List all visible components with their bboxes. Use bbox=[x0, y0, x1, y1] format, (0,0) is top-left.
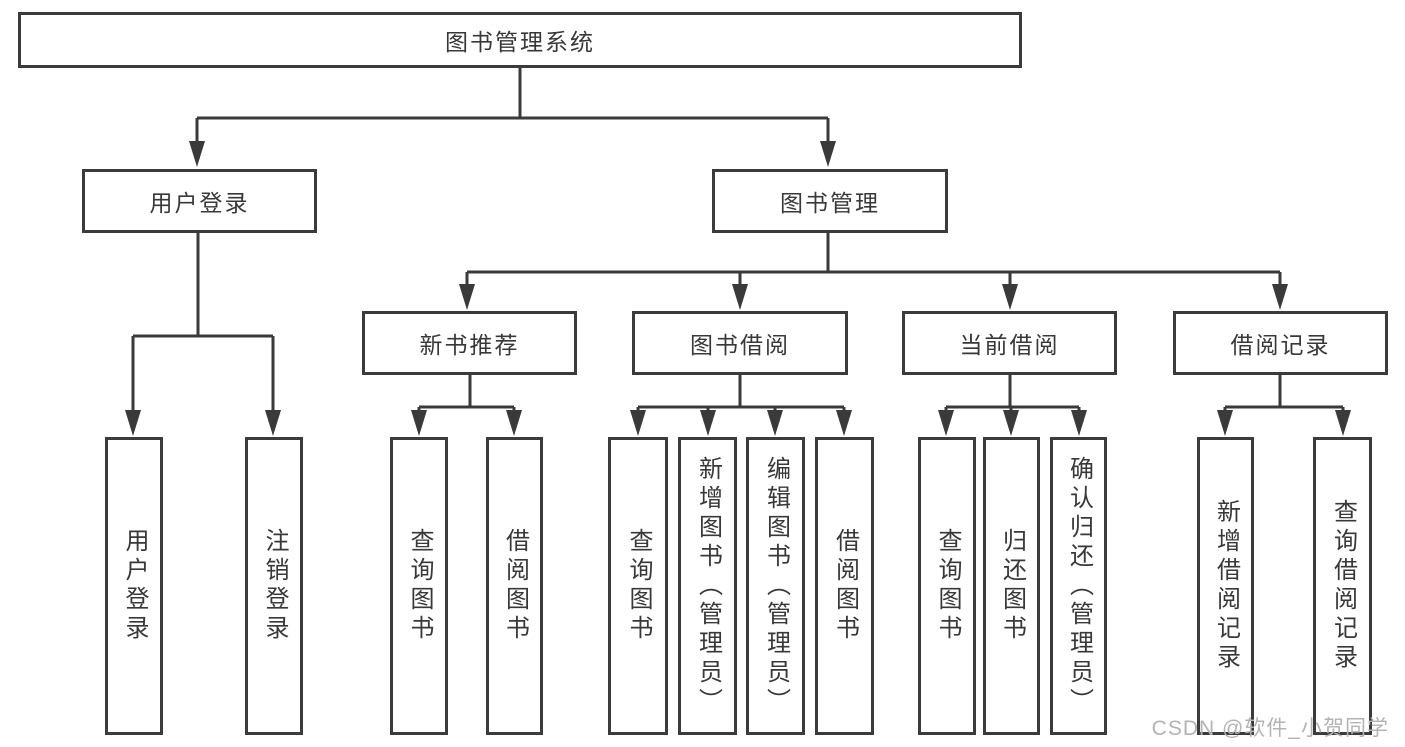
node-label: 用户登录 bbox=[149, 190, 250, 216]
node-user-login-branch: 用户登录 bbox=[82, 169, 317, 233]
leaf-logout: 注销登录 bbox=[245, 437, 303, 735]
node-label: 归还图书 bbox=[998, 528, 1026, 644]
edge-root-to-level2 bbox=[195, 68, 830, 144]
edge-userlogin-to-leaves bbox=[131, 233, 275, 413]
node-label: 借阅图书 bbox=[831, 528, 859, 644]
node-label: 图书管理 bbox=[780, 190, 880, 216]
node-label: 当前借阅 bbox=[959, 332, 1060, 358]
leaf-user-login: 用户登录 bbox=[105, 437, 163, 735]
leaf-confirm-return-admin: 确认归还（管理员） bbox=[1050, 437, 1107, 735]
leaf-query-books-recommendation: 查询图书 bbox=[390, 437, 448, 735]
node-label: 查询借阅记录 bbox=[1329, 499, 1357, 673]
node-label: 借阅图书 bbox=[501, 528, 529, 644]
node-label: 新增图书（管理员） bbox=[694, 455, 722, 717]
node-label: 查询图书 bbox=[934, 528, 961, 644]
node-book-management-branch: 图书管理 bbox=[712, 169, 948, 233]
node-label: 新增借阅记录 bbox=[1212, 499, 1240, 673]
node-label: 图书管理系统 bbox=[445, 29, 595, 55]
node-label: 借阅记录 bbox=[1230, 332, 1331, 358]
csdn-watermark: CSDN @软件_小贺同学 bbox=[1151, 717, 1389, 740]
node-root-library-management-system: 图书管理系统 bbox=[18, 12, 1022, 68]
leaf-borrow-books-recommendation: 借阅图书 bbox=[486, 437, 543, 735]
arrowheads bbox=[125, 141, 1351, 436]
node-label: 查询图书 bbox=[406, 528, 433, 644]
node-label: 确认归还（管理员） bbox=[1065, 455, 1093, 717]
node-label: 用户登录 bbox=[121, 528, 148, 644]
node-borrowing-records: 借阅记录 bbox=[1173, 311, 1388, 375]
leaf-add-borrow-record: 新增借阅记录 bbox=[1197, 437, 1254, 735]
node-label: 新书推荐 bbox=[419, 332, 520, 358]
leaf-edit-books-admin: 编辑图书（管理员） bbox=[746, 437, 805, 735]
node-book-borrowing: 图书借阅 bbox=[632, 311, 848, 375]
leaf-return-books: 归还图书 bbox=[983, 437, 1040, 735]
node-new-book-recommendation: 新书推荐 bbox=[362, 311, 577, 375]
leaf-query-books-borrowing: 查询图书 bbox=[608, 437, 668, 735]
node-current-borrowing: 当前借阅 bbox=[902, 311, 1117, 375]
leaf-add-books-admin: 新增图书（管理员） bbox=[678, 437, 737, 735]
leaf-query-borrow-record: 查询借阅记录 bbox=[1313, 437, 1372, 735]
node-label: 注销登录 bbox=[261, 528, 288, 644]
node-label: 图书借阅 bbox=[690, 332, 790, 358]
node-label: 查询图书 bbox=[625, 528, 652, 644]
leaf-query-books-current: 查询图书 bbox=[918, 437, 976, 735]
edge-bookmgmt-to-level3 bbox=[465, 233, 1282, 287]
leaf-borrow-books: 借阅图书 bbox=[815, 437, 874, 735]
node-label: 编辑图书（管理员） bbox=[762, 455, 790, 717]
edge-level3-to-leaves bbox=[417, 375, 1345, 413]
